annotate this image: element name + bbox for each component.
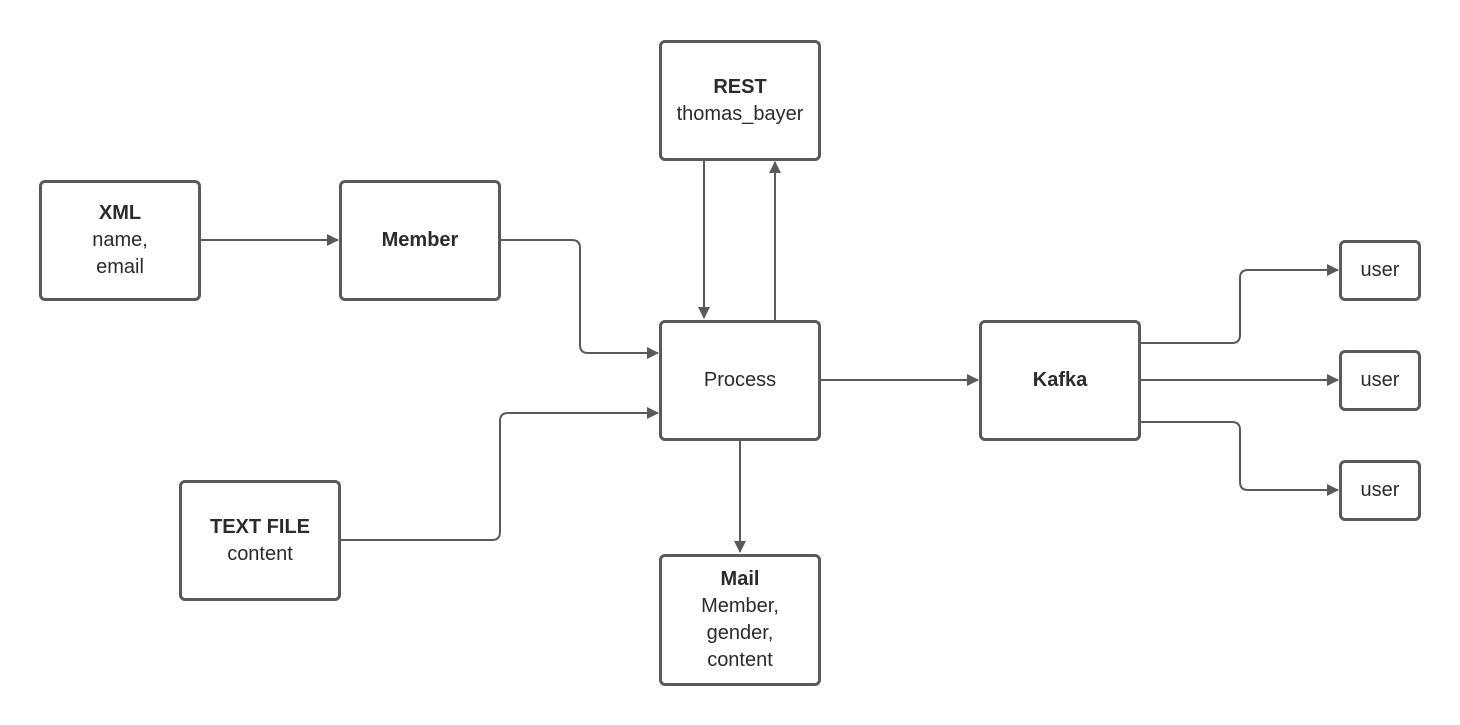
node-xml[interactable]: XML name, email bbox=[39, 180, 201, 301]
node-xml-line-1: name, bbox=[92, 229, 148, 251]
node-xml-line-2: email bbox=[96, 256, 144, 278]
node-mail-line-1: Member, bbox=[701, 595, 779, 617]
node-rest-line-1: thomas_bayer bbox=[676, 102, 804, 125]
node-text-file[interactable]: TEXT FILE content bbox=[179, 480, 341, 601]
node-kafka-title: Kafka bbox=[1032, 369, 1088, 391]
edge-member-to-process bbox=[500, 239, 659, 359]
node-xml-title: XML bbox=[98, 202, 142, 224]
node-member[interactable]: Member bbox=[339, 180, 501, 301]
node-text-file-title: TEXT FILE bbox=[210, 515, 310, 538]
node-user-3-label: user bbox=[1360, 479, 1400, 501]
node-process[interactable]: Process bbox=[659, 320, 821, 441]
node-mail-line-2: gender, bbox=[706, 622, 774, 644]
node-text-file-line-1: content bbox=[227, 542, 293, 565]
edge-kafka-to-user-3 bbox=[1140, 421, 1339, 496]
node-kafka[interactable]: Kafka bbox=[979, 320, 1141, 441]
node-mail-title: Mail bbox=[720, 568, 760, 590]
node-rest-title: REST bbox=[713, 75, 767, 98]
node-mail[interactable]: Mail Member, gender, content bbox=[659, 554, 821, 686]
node-user-3[interactable]: user bbox=[1339, 460, 1421, 521]
node-process-label: Process bbox=[703, 369, 777, 391]
node-mail-line-3: content bbox=[707, 649, 773, 671]
node-user-2[interactable]: user bbox=[1339, 350, 1421, 411]
edge-textfile-to-process bbox=[340, 407, 659, 541]
node-user-1-label: user bbox=[1360, 259, 1400, 281]
node-user-1[interactable]: user bbox=[1339, 240, 1421, 301]
edge-kafka-to-user-1 bbox=[1140, 264, 1339, 344]
node-user-2-label: user bbox=[1360, 369, 1400, 391]
node-rest[interactable]: REST thomas_bayer bbox=[659, 40, 821, 161]
node-member-title: Member bbox=[381, 229, 459, 251]
